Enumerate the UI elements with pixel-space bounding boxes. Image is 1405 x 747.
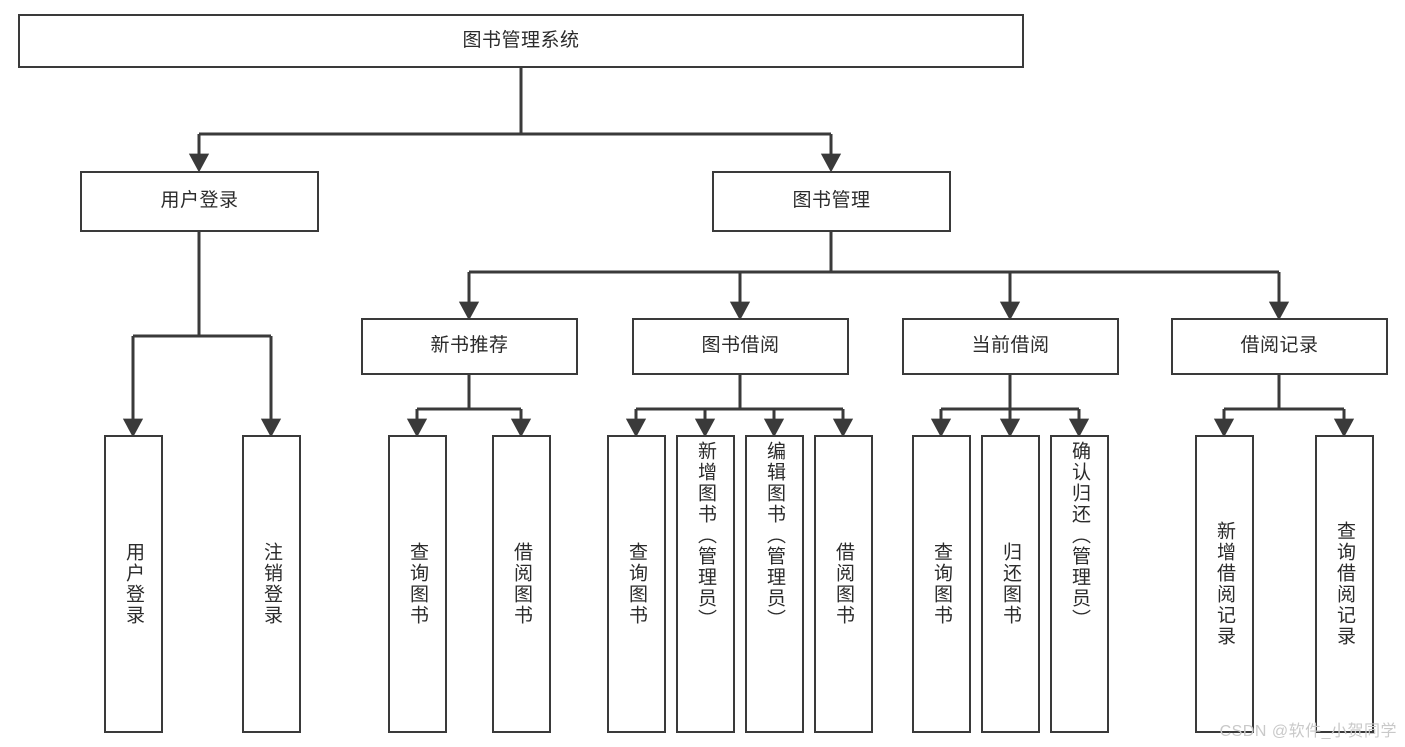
node-current-borrow-label: 当前借阅 — [971, 335, 1050, 357]
node-leaf-query-book-3[interactable]: 查询图书 — [912, 435, 971, 733]
node-leaf-query-record-label: 查询借阅记录 — [1334, 521, 1355, 647]
node-leaf-user-login[interactable]: 用户登录 — [104, 435, 163, 733]
node-leaf-return-book[interactable]: 归还图书 — [981, 435, 1040, 733]
node-user-login[interactable]: 用户登录 — [80, 171, 319, 232]
node-leaf-user-logout[interactable]: 注销登录 — [242, 435, 301, 733]
node-book-manage-label: 图书管理 — [792, 190, 871, 212]
node-leaf-return-book-label: 归还图书 — [1000, 542, 1021, 626]
node-leaf-edit-book-label: 编辑图书（管理员） — [764, 441, 785, 630]
node-current-borrow[interactable]: 当前借阅 — [902, 318, 1119, 375]
node-leaf-user-login-label: 用户登录 — [123, 542, 144, 626]
node-leaf-add-record[interactable]: 新增借阅记录 — [1195, 435, 1254, 733]
node-leaf-query-book-1[interactable]: 查询图书 — [388, 435, 447, 733]
node-leaf-borrow-book-2[interactable]: 借阅图书 — [814, 435, 873, 733]
node-user-login-label: 用户登录 — [160, 190, 239, 212]
node-leaf-add-book-label: 新增图书（管理员） — [695, 441, 716, 630]
node-book-manage[interactable]: 图书管理 — [712, 171, 951, 232]
node-leaf-confirm-return[interactable]: 确认归还（管理员） — [1050, 435, 1109, 733]
node-new-book-recommend-label: 新书推荐 — [430, 335, 509, 357]
node-root[interactable]: 图书管理系统 — [18, 14, 1024, 68]
node-new-book-recommend[interactable]: 新书推荐 — [361, 318, 578, 375]
node-leaf-query-book-2-label: 查询图书 — [626, 542, 647, 626]
node-leaf-query-book-1-label: 查询图书 — [407, 542, 428, 626]
node-leaf-borrow-book-1[interactable]: 借阅图书 — [492, 435, 551, 733]
node-leaf-query-book-3-label: 查询图书 — [931, 542, 952, 626]
node-borrow-record-label: 借阅记录 — [1240, 335, 1319, 357]
node-leaf-add-book[interactable]: 新增图书（管理员） — [676, 435, 735, 733]
node-borrow-record[interactable]: 借阅记录 — [1171, 318, 1388, 375]
node-book-borrow-label: 图书借阅 — [701, 335, 780, 357]
node-leaf-query-book-2[interactable]: 查询图书 — [607, 435, 666, 733]
node-leaf-query-record[interactable]: 查询借阅记录 — [1315, 435, 1374, 733]
node-root-label: 图书管理系统 — [462, 29, 580, 51]
node-leaf-confirm-return-label: 确认归还（管理员） — [1069, 441, 1090, 630]
node-leaf-borrow-book-2-label: 借阅图书 — [833, 542, 854, 626]
node-leaf-borrow-book-1-label: 借阅图书 — [511, 542, 532, 626]
node-leaf-edit-book[interactable]: 编辑图书（管理员） — [745, 435, 804, 733]
node-leaf-add-record-label: 新增借阅记录 — [1214, 521, 1235, 647]
node-book-borrow[interactable]: 图书借阅 — [632, 318, 849, 375]
node-leaf-user-logout-label: 注销登录 — [261, 542, 282, 626]
